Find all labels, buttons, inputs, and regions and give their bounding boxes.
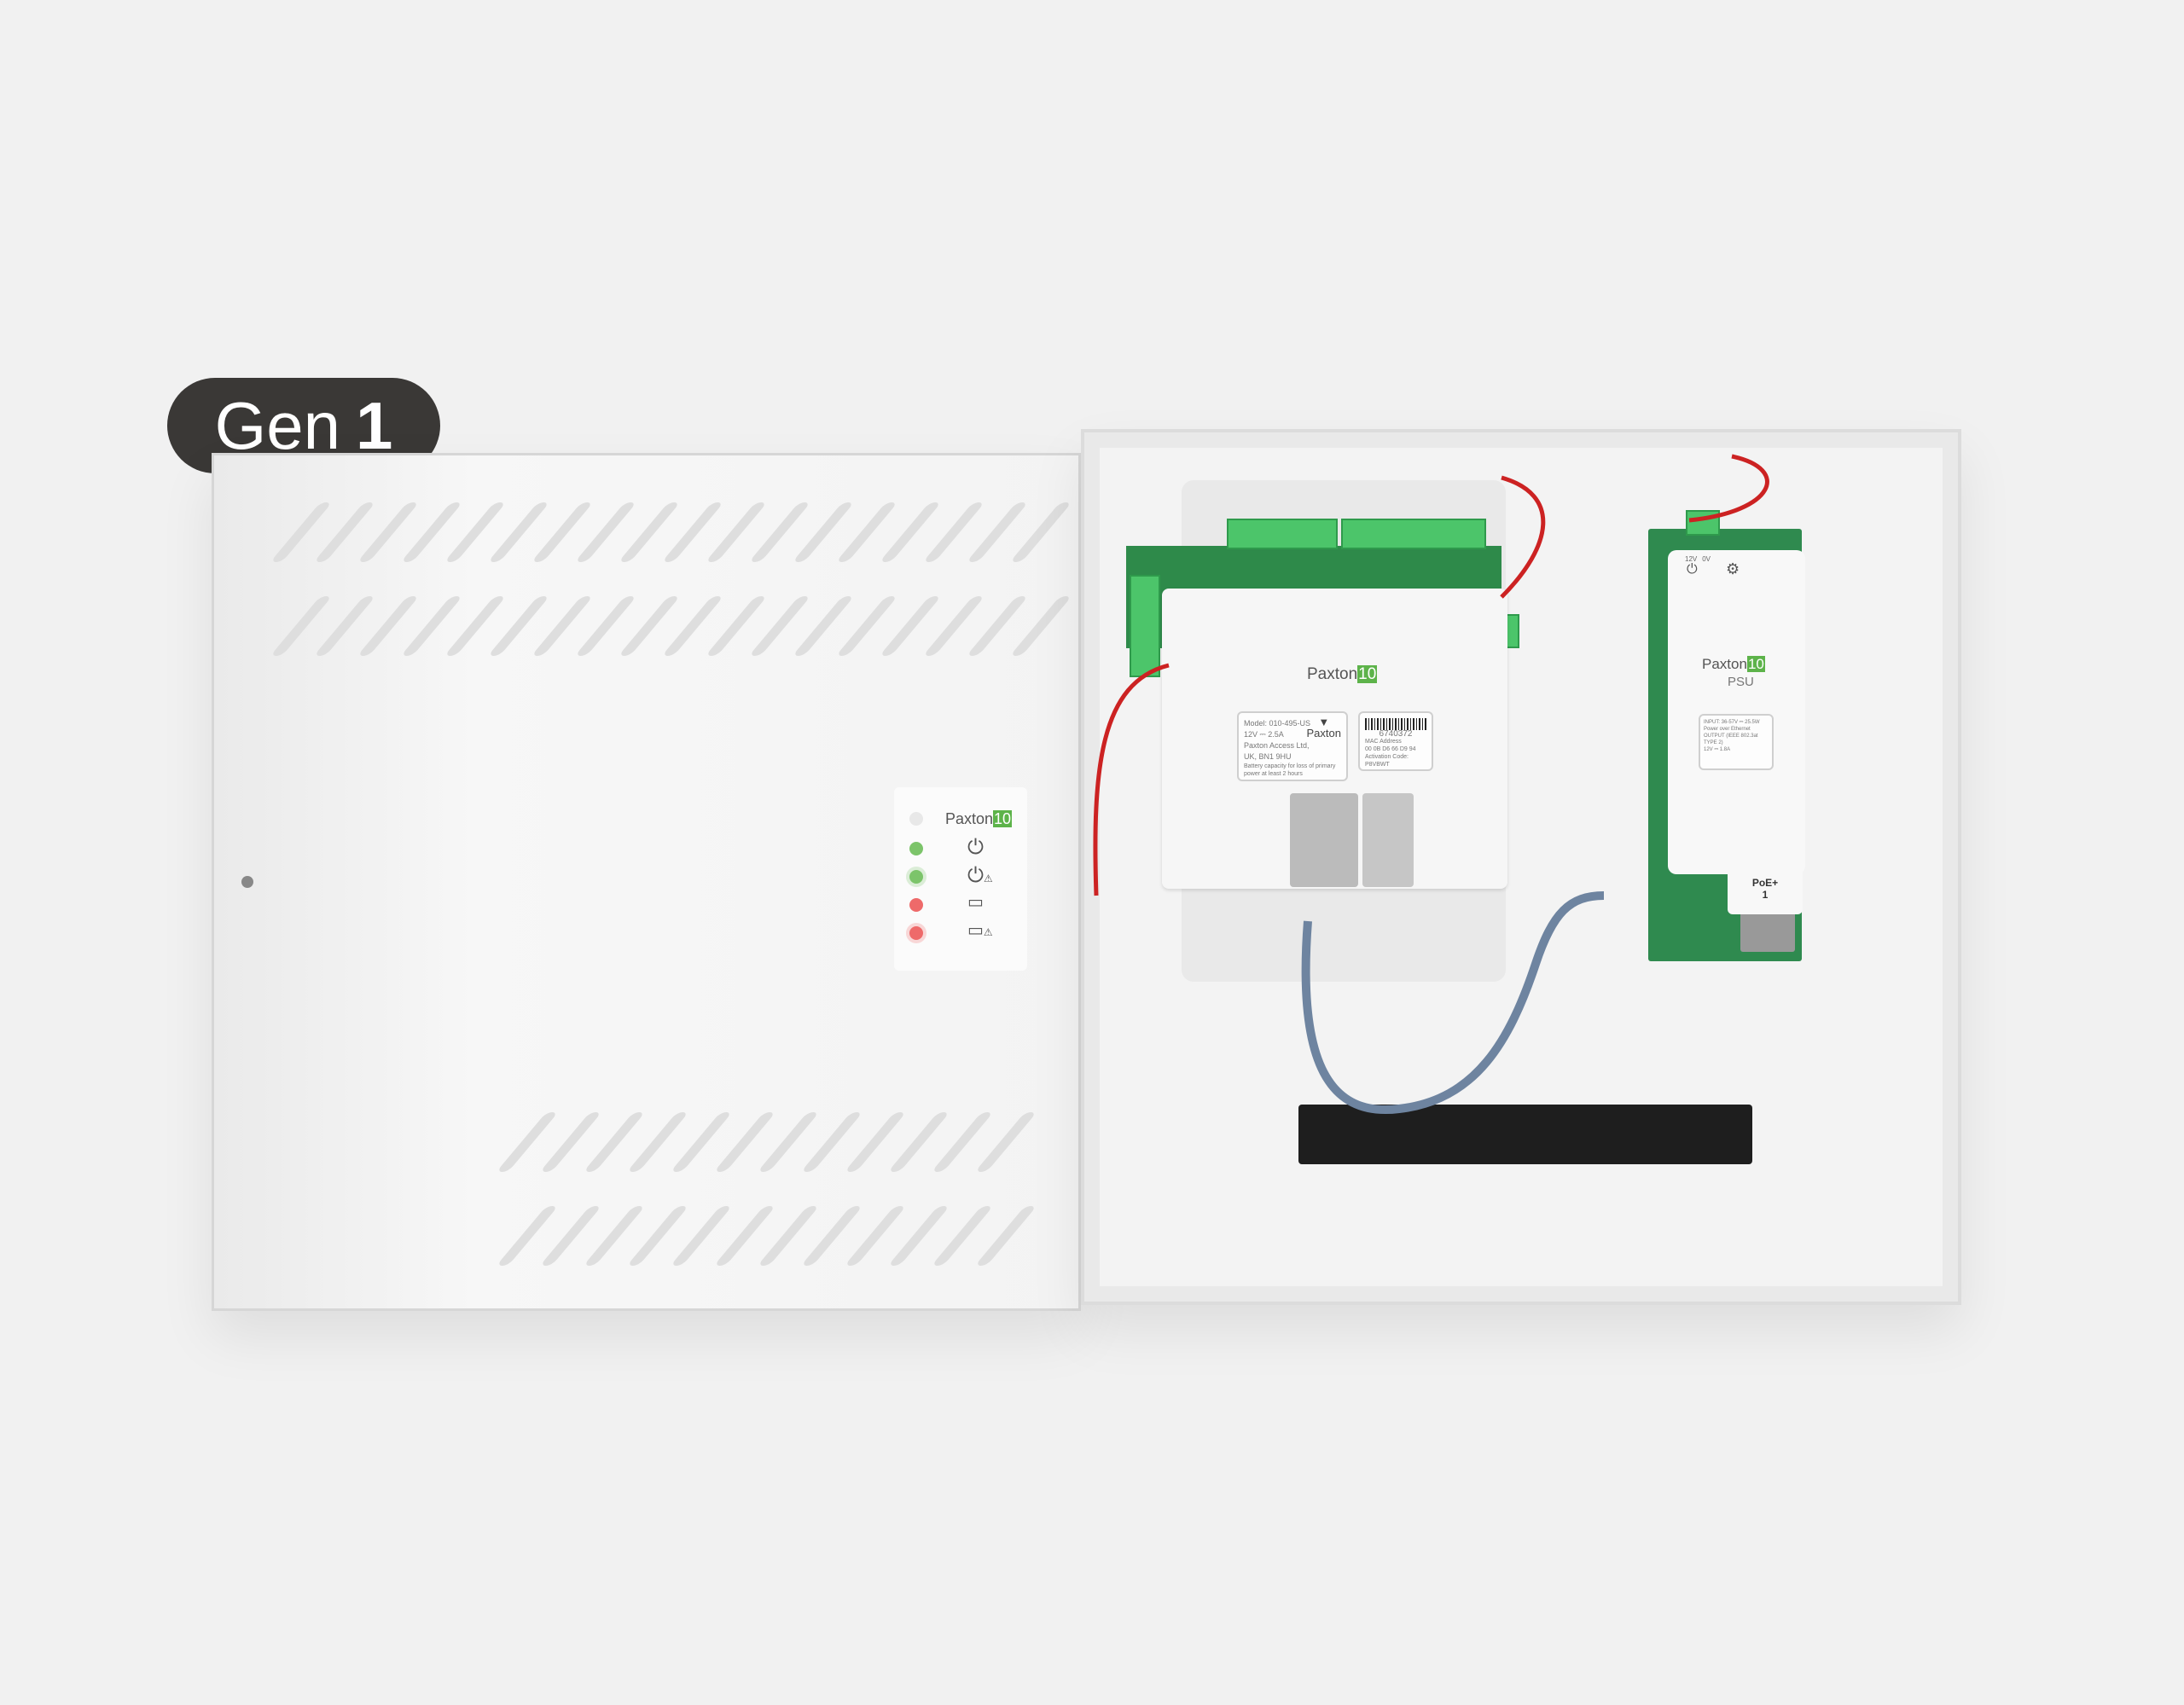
status-panel: Paxton10 ⏻ ⏻⚠ ▭ ▭⚠ — [894, 787, 1027, 971]
battery-warning-icon: ▭⚠ — [967, 919, 993, 940]
controller-logo: Paxton10 — [1307, 665, 1378, 683]
door-screw — [241, 876, 253, 888]
power-icon: ⏻ — [967, 835, 984, 859]
ethernet-port[interactable] — [1290, 793, 1358, 887]
psu-logo: Paxton10 — [1702, 656, 1765, 672]
terminal-block — [1227, 519, 1338, 549]
status-led-battery — [909, 898, 923, 912]
panel-logo: Paxton10 — [945, 810, 1013, 827]
power-warning-icon: ⏻⚠ — [967, 863, 993, 887]
psu-settings-icon: ⚙ — [1726, 560, 1740, 577]
battery-icon: ▭ — [967, 891, 984, 912]
psu-power-icon: ⏻ — [1687, 562, 1698, 577]
status-led-power — [909, 842, 923, 855]
status-led-battery-fault — [909, 926, 923, 940]
ethernet-cable — [1301, 891, 1605, 1115]
battery-strap — [1298, 1105, 1752, 1164]
power-wire — [1093, 663, 1170, 896]
psu-wire — [1500, 454, 1769, 599]
barcode — [1365, 718, 1426, 730]
poe-port-label: PoE+1 — [1728, 870, 1803, 914]
status-led-power-fault — [909, 870, 923, 884]
paxton-triangle-logo: ▼Paxton — [1306, 716, 1341, 739]
status-led-off — [909, 812, 923, 826]
badge-prefix: Gen — [214, 387, 341, 463]
expansion-port[interactable] — [1362, 793, 1414, 887]
terminal-block — [1130, 575, 1160, 677]
badge-number: 1 — [356, 387, 393, 463]
terminal-block — [1341, 519, 1486, 549]
psu-subtitle: PSU — [1728, 675, 1754, 689]
